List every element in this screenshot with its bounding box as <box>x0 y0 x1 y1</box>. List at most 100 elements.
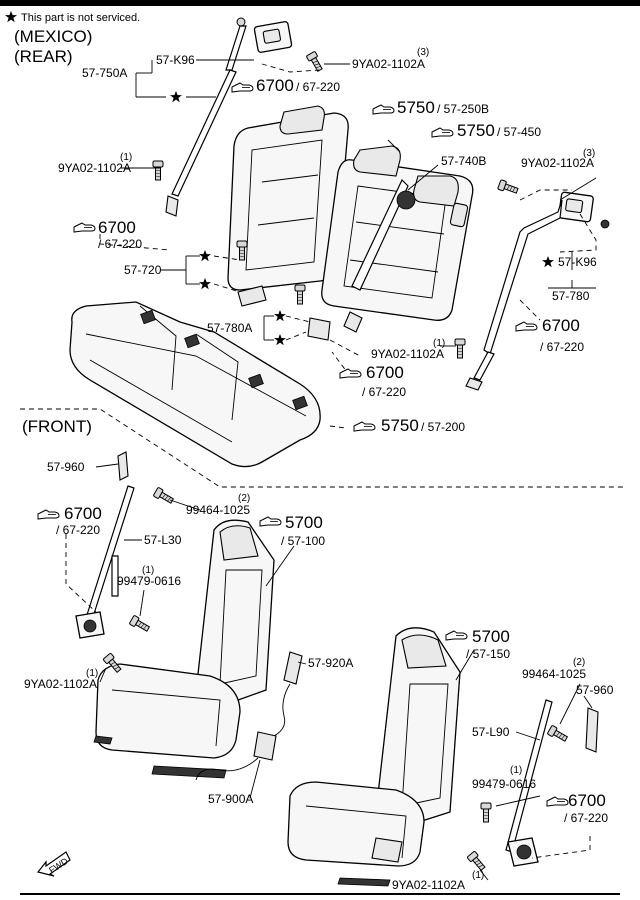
bolt-icon <box>466 850 488 873</box>
not-serviced-star-icon <box>542 256 554 268</box>
reference-hand-icon <box>231 82 254 93</box>
rear-seat-cushion <box>69 301 321 468</box>
ref-6700-mid-sub: / 67-220 <box>362 385 406 399</box>
front-left-buckle <box>195 651 303 781</box>
bolt-icon <box>546 724 570 744</box>
bolt-icon <box>454 338 466 359</box>
reference-hand-icon <box>445 630 468 641</box>
reference-hand-icon <box>515 321 538 332</box>
label-bolt-mid: 9YA02-1102A <box>371 347 444 361</box>
not-serviced-star-icon <box>170 91 182 103</box>
ref-6700-top-sub: / 67-220 <box>296 80 340 94</box>
ref-6700-front-right-main: 6700 <box>568 791 606 810</box>
bolt-icon <box>152 486 176 506</box>
label-bolt-front-right-qty: (1) <box>472 870 484 881</box>
label-bolt-right: 9YA02-1102A <box>521 156 594 170</box>
label-57-900a: 57-900A <box>208 792 253 806</box>
reference-hand-icon <box>353 421 376 432</box>
label-99464-left-qty: (2) <box>238 493 250 504</box>
bolt-icon <box>128 614 152 634</box>
bolt-icon <box>497 179 520 196</box>
reference-hand-icon <box>37 509 60 520</box>
label-99479-left-qty: (1) <box>142 565 154 576</box>
rear-buckle-780a <box>307 317 331 341</box>
front-left-seat <box>93 519 275 779</box>
label-57-l30: 57-L30 <box>144 533 182 547</box>
label-57-780: 57-780 <box>552 289 590 303</box>
bolt-icon <box>480 802 492 823</box>
reference-hand-icon <box>546 796 569 807</box>
fwd-arrow-icon: FWD <box>36 851 71 877</box>
ref-5700-150-sub: / 57-150 <box>466 647 510 661</box>
reference-hand-icon <box>259 516 282 527</box>
ref-6700-mid-main: 6700 <box>366 363 404 382</box>
rear-right-belt-assembly <box>465 191 610 391</box>
rear-center-belt-retractor <box>396 190 416 210</box>
rear-seatback-left <box>227 105 349 291</box>
reference-hand-icon <box>431 127 454 138</box>
label-57-740b: 57-740B <box>441 154 486 168</box>
ref-5750-450-sub: / 57-450 <box>497 125 541 139</box>
label-57-750a: 57-750A <box>82 66 127 80</box>
label-99464-right: 99464-1025 <box>522 667 586 681</box>
top-border <box>0 0 640 6</box>
bolt-icon <box>152 160 164 181</box>
label-57-920a: 57-920A <box>308 656 353 670</box>
rear-center-belt-tongue <box>343 311 363 333</box>
ref-6700-right-sub: / 67-220 <box>540 340 584 354</box>
label-99464-left: 99464-1025 <box>186 503 250 517</box>
section-mexico: (MEXICO) <box>14 27 92 46</box>
label-bolt-right-qty: (3) <box>583 148 595 159</box>
reference-hand-icon <box>339 368 362 379</box>
label-bolt-front-right: 9YA02-1102A <box>392 878 465 892</box>
label-bolt-top-qty: (3) <box>417 47 429 58</box>
label-bolt-top: 9YA02-1102A <box>352 57 425 71</box>
rear-seatback-right <box>321 145 474 321</box>
ref-5750-250b-main: 5750 <box>397 98 435 117</box>
label-bolt-left: 9YA02-1102A <box>58 161 131 175</box>
label-99479-right-qty: (1) <box>510 765 522 776</box>
label-57-l90: 57-L90 <box>472 725 510 739</box>
ref-5750-250b-sub: / 57-250B <box>437 102 489 116</box>
label-57-k96-left: 57-K96 <box>156 53 195 67</box>
label-bolt-front-left-qty: (1) <box>86 668 98 679</box>
ref-5700-150-main: 5700 <box>472 627 510 646</box>
ref-6700-front-right-sub: / 67-220 <box>564 811 608 825</box>
front-right-seat <box>287 627 461 887</box>
ref-6700-left-sub: / 67-220 <box>98 237 142 251</box>
bolt-icon <box>294 284 306 305</box>
label-99479-left: 99479-0616 <box>117 574 181 588</box>
rear-center-belt <box>351 178 409 291</box>
label-57-780a: 57-780A <box>207 321 252 335</box>
ref-5750-200-sub: / 57-200 <box>421 420 465 434</box>
ref-6700-front-left-sub: / 67-220 <box>56 523 100 537</box>
label-bolt-left-qty: (1) <box>120 152 132 163</box>
ref-6700-left-main: 6700 <box>98 218 136 237</box>
not-serviced-star-icon <box>199 278 211 290</box>
label-bolt-mid-qty: (1) <box>433 338 445 349</box>
ref-5700-100-main: 5700 <box>285 513 323 532</box>
section-front: (FRONT) <box>22 417 92 436</box>
not-serviced-star-icon <box>274 334 286 346</box>
bolt-icon <box>305 50 325 74</box>
front-right-belt <box>505 699 599 867</box>
ref-6700-front-left-main: 6700 <box>64 504 102 523</box>
section-divider <box>20 408 625 488</box>
ref-6700-right-main: 6700 <box>542 316 580 335</box>
ref-5700-100-sub: / 57-100 <box>281 534 325 548</box>
label-57-720: 57-720 <box>124 263 162 277</box>
note-star-icon <box>5 11 17 23</box>
ref-5750-200-main: 5750 <box>381 416 419 435</box>
front-left-belt <box>75 451 135 639</box>
ref-6700-top-main: 6700 <box>256 76 294 95</box>
label-99464-right-qty: (2) <box>573 657 585 668</box>
ref-5750-450-main: 5750 <box>457 121 495 140</box>
reference-hand-icon <box>73 222 96 233</box>
reference-hand-icon <box>372 104 395 115</box>
not-serviced-star-icon <box>274 310 286 322</box>
bottom-border <box>20 893 620 895</box>
label-99479-right: 99479-0616 <box>472 777 536 791</box>
label-57-k96-right: 57-K96 <box>558 255 597 269</box>
label-57-960-right: 57-960 <box>576 683 614 697</box>
